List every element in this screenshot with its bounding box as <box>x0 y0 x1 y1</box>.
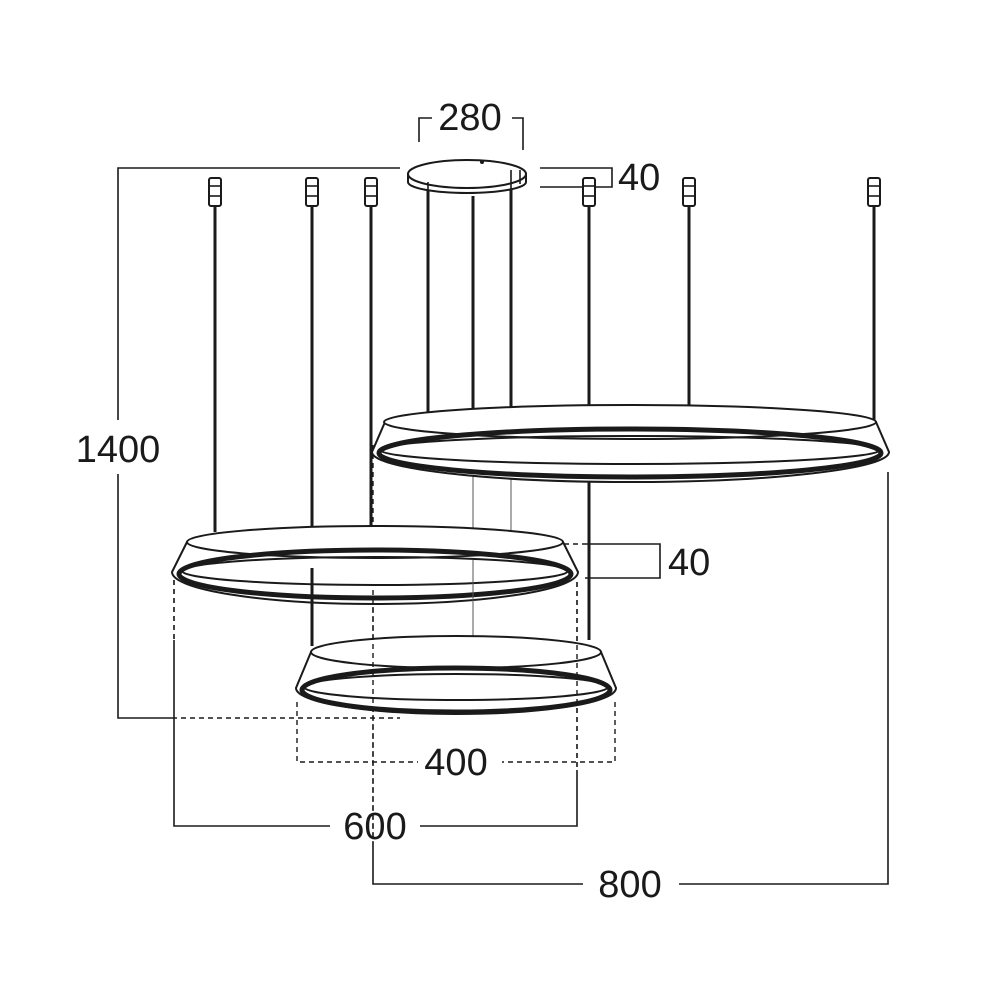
dimension-lines <box>117 117 889 885</box>
canopy-width-label: 280 <box>438 97 501 139</box>
wire-grip <box>582 177 596 207</box>
large-ring-diameter-label: 800 <box>598 864 661 906</box>
ring-height-label: 40 <box>668 542 710 584</box>
medium-ring <box>170 525 580 605</box>
small-ring <box>294 635 618 715</box>
total-height-label: 1400 <box>76 429 161 471</box>
wire-grip <box>682 177 696 207</box>
canopy-height-label: 40 <box>618 157 660 199</box>
large-ring <box>370 404 891 484</box>
medium-ring-diameter-label: 600 <box>343 806 406 848</box>
overlap-dashes <box>173 580 578 845</box>
small-ring-diameter-label: 400 <box>424 742 487 784</box>
wire-grip <box>305 177 319 207</box>
wire-grip <box>867 177 881 207</box>
dimension-labels: 280 40 1400 40 400 600 800 <box>70 95 710 906</box>
wire-grip <box>364 177 378 207</box>
front-wires <box>310 560 474 646</box>
ceiling-canopy <box>407 159 527 194</box>
wire-grip <box>208 177 222 207</box>
wire-grips <box>208 177 881 207</box>
